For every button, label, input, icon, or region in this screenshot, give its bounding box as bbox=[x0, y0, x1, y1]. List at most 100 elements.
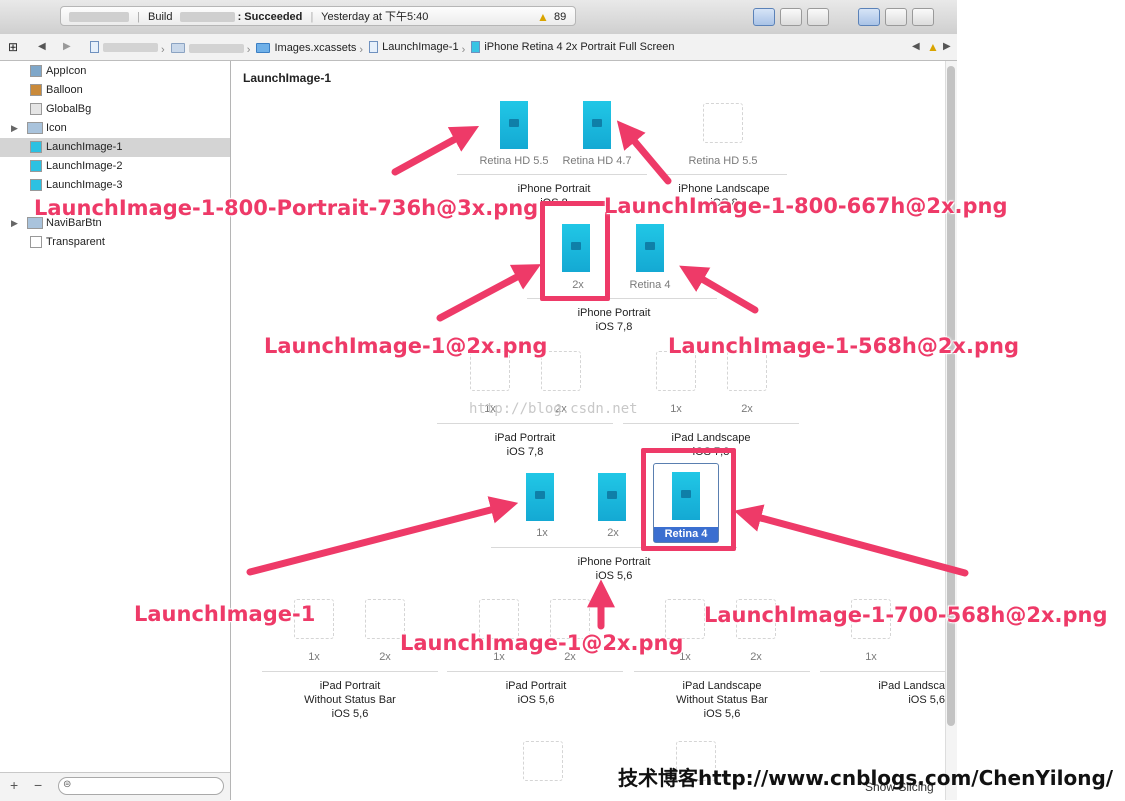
sidebar-item-label: LaunchImage-1 bbox=[46, 141, 123, 153]
breadcrumb-slot-label: iPhone Retina 4 2x Portrait Full Screen bbox=[484, 41, 675, 53]
launch-image-2x-ios78[interactable] bbox=[562, 224, 590, 272]
redacted-folder-crumb bbox=[188, 43, 244, 53]
breadcrumb-assets-label: Images.xcassets bbox=[274, 42, 357, 54]
annotation-label-3: LaunchImage-1@2x.png bbox=[264, 334, 548, 358]
watermark: http://blog.csdn.net bbox=[469, 401, 638, 417]
slot-label: 2x bbox=[750, 651, 762, 663]
launch-image-retina-hd-55[interactable] bbox=[500, 101, 528, 149]
breadcrumb-slot[interactable]: iPhone Retina 4 2x Portrait Full Screen bbox=[471, 34, 674, 60]
launch-image-retina4-ios78[interactable] bbox=[636, 224, 664, 272]
empty-slot-ipad-portrait-2x[interactable] bbox=[541, 351, 581, 391]
disclosure-triangle-icon[interactable]: ▶ bbox=[11, 218, 18, 228]
empty-slot-ipad-landscape-2x[interactable] bbox=[727, 351, 767, 391]
warning-icon[interactable]: ▲ bbox=[537, 10, 549, 24]
folder-icon bbox=[170, 43, 185, 53]
jump-bar: ⊞ ◀ ▶ › › Images.xcassets › LaunchImage-… bbox=[0, 34, 957, 61]
empty-slot-row6-a[interactable] bbox=[523, 741, 563, 781]
slot-label: 1x bbox=[865, 651, 877, 663]
sidebar-item-transparent[interactable]: Transparent bbox=[0, 233, 230, 252]
blog-footer-credit: 技术博客http://www.cnblogs.com/ChenYilong/ bbox=[618, 766, 1114, 790]
empty-slot-ipad-portrait-56-2x[interactable] bbox=[550, 599, 590, 639]
previous-issue-icon[interactable]: ◀ bbox=[912, 41, 920, 52]
sidebar-item-globalbg[interactable]: GlobalBg bbox=[0, 100, 230, 119]
breadcrumb-assets[interactable]: Images.xcassets bbox=[256, 35, 356, 61]
image-set-icon bbox=[369, 41, 379, 53]
empty-slot-ipad-portrait-nsb-2x[interactable] bbox=[365, 599, 405, 639]
slot-label: 1x bbox=[536, 527, 548, 539]
show-slicing-button[interactable]: Show Slicing bbox=[865, 780, 934, 794]
launch-image-1x-ios56[interactable] bbox=[526, 473, 554, 521]
slot-label: 2x bbox=[607, 527, 619, 539]
group-divider bbox=[262, 671, 438, 672]
group-divider bbox=[457, 174, 647, 175]
slot-label: 1x bbox=[493, 651, 505, 663]
redacted-project-crumb bbox=[103, 42, 158, 52]
redacted-target bbox=[179, 12, 235, 23]
next-issue-icon[interactable]: ▶ bbox=[943, 41, 951, 52]
selected-slot-retina4-ios56[interactable]: Retina 4 bbox=[653, 463, 719, 543]
selected-slot-label: Retina 4 bbox=[654, 527, 718, 542]
slot-label: 2x bbox=[741, 403, 753, 415]
sidebar-item-launchimage-1[interactable]: LaunchImage-1 bbox=[0, 138, 230, 157]
remove-icon[interactable]: − bbox=[34, 777, 43, 793]
project-icon bbox=[90, 41, 99, 53]
empty-slot-ipad-landscape-nsb-1x[interactable] bbox=[665, 599, 705, 639]
empty-slot-ipad-landscape-1x[interactable] bbox=[656, 351, 696, 391]
filter-input[interactable]: ⊜ bbox=[58, 777, 224, 795]
sidebar-item-icon[interactable]: ▶ Icon bbox=[0, 119, 230, 138]
slot-label: 1x bbox=[484, 403, 496, 415]
breadcrumb-launchimage[interactable]: LaunchImage-1 bbox=[369, 34, 459, 60]
warning-count[interactable]: 89 bbox=[554, 11, 567, 23]
sidebar-item-navibarbtn[interactable]: ▶ NaviBarBtn bbox=[0, 214, 230, 233]
empty-slot-row6-b[interactable] bbox=[676, 741, 716, 781]
sidebar-item-launchimage-3[interactable]: LaunchImage-3 bbox=[0, 176, 230, 195]
group-divider bbox=[491, 547, 737, 548]
activity-status-bar: | Build : Succeeded | Yesterday at 下午5:4… bbox=[60, 6, 576, 26]
standard-editor-button[interactable] bbox=[753, 8, 775, 26]
empty-slot-ipad-portrait-56-1x[interactable] bbox=[479, 599, 519, 639]
empty-slot-ipad-landscape-nsb-2x[interactable] bbox=[736, 599, 776, 639]
toggle-navigator-button[interactable] bbox=[858, 8, 880, 26]
group-divider bbox=[634, 671, 810, 672]
annotation-label-1: LaunchImage-1-800-Portrait-736h@3x.png bbox=[34, 196, 539, 220]
asset-sidebar: AppIcon Balloon GlobalBg ▶ Icon LaunchIm… bbox=[0, 61, 231, 800]
breadcrumb-project[interactable] bbox=[90, 41, 158, 53]
related-items-icon[interactable]: ⊞ bbox=[8, 40, 19, 54]
issue-warning-icon[interactable]: ▲ bbox=[927, 40, 939, 54]
group-divider bbox=[623, 423, 799, 424]
editor-scrollbar-thumb[interactable] bbox=[947, 66, 955, 726]
group-divider bbox=[820, 671, 945, 672]
empty-slot-retina-hd-55-landscape[interactable] bbox=[703, 103, 743, 143]
redacted-project-name bbox=[69, 12, 129, 23]
toggle-debug-area-button[interactable] bbox=[885, 8, 907, 26]
empty-slot-ipad-portrait-nsb-1x[interactable] bbox=[294, 599, 334, 639]
empty-slot-ipad-portrait-1x[interactable] bbox=[470, 351, 510, 391]
sidebar-item-launchimage-2[interactable]: LaunchImage-2 bbox=[0, 157, 230, 176]
breadcrumb-folder[interactable] bbox=[170, 43, 244, 53]
build-label: Build bbox=[147, 11, 173, 23]
assistant-editor-button[interactable] bbox=[780, 8, 802, 26]
forward-arrow-icon[interactable]: ▶ bbox=[63, 41, 71, 52]
slot-label: 2x bbox=[379, 651, 391, 663]
sidebar-item-balloon[interactable]: Balloon bbox=[0, 81, 230, 100]
toggle-utilities-button[interactable] bbox=[912, 8, 934, 26]
folder-icon bbox=[27, 122, 43, 134]
sidebar-item-label: LaunchImage-3 bbox=[46, 179, 123, 191]
empty-slot-ipad-landscape-56-1x[interactable] bbox=[851, 599, 891, 639]
sidebar-item-label: Icon bbox=[46, 122, 67, 134]
version-editor-button[interactable] bbox=[807, 8, 829, 26]
sidebar-item-appicon[interactable]: AppIcon bbox=[0, 62, 230, 81]
highlight-box-2x bbox=[540, 201, 610, 301]
back-arrow-icon[interactable]: ◀ bbox=[38, 41, 46, 52]
launch-image-2x-ios56[interactable] bbox=[598, 473, 626, 521]
group-divider bbox=[447, 671, 623, 672]
filter-icon: ⊜ bbox=[63, 779, 72, 790]
image-set-title: LaunchImage-1 bbox=[243, 71, 332, 85]
launch-image-retina-hd-47[interactable] bbox=[583, 101, 611, 149]
add-icon[interactable]: + bbox=[10, 777, 19, 793]
disclosure-triangle-icon[interactable]: ▶ bbox=[11, 123, 18, 133]
slot-label: 2x bbox=[555, 403, 567, 415]
